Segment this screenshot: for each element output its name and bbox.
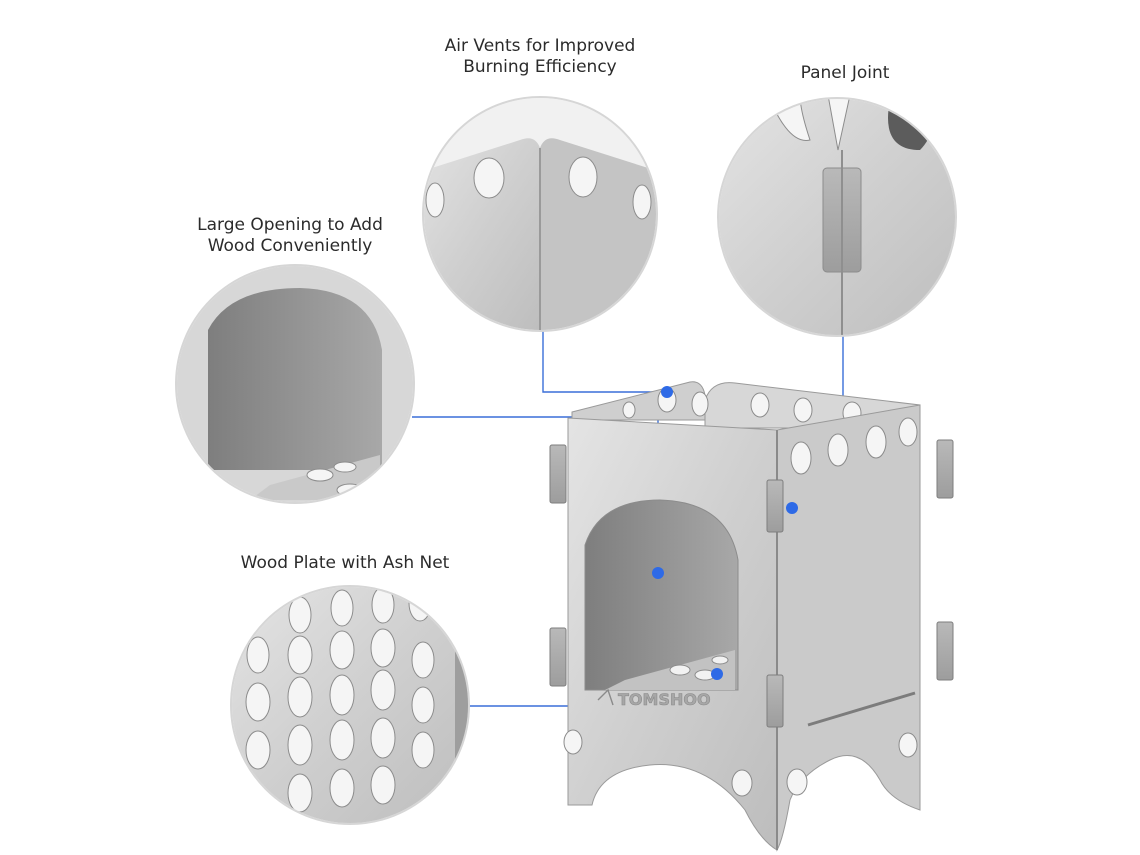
detail-circle-air-vents <box>422 96 658 332</box>
stove-illustration: TOMSHOO <box>549 381 954 852</box>
detail-circle-large-opening <box>175 264 415 504</box>
dot-vents <box>661 386 673 398</box>
brand-mark-icon <box>597 688 614 706</box>
callout-dots <box>652 386 798 680</box>
detail-circle-panel-joint <box>717 97 957 337</box>
brand-logo: TOMSHOO <box>618 690 711 709</box>
callout-label-air-vents: Air Vents for Improved Burning Efficienc… <box>444 36 636 77</box>
callout-label-panel-joint: Panel Joint <box>800 63 890 83</box>
dot-plate <box>711 668 723 680</box>
dot-joint <box>786 502 798 514</box>
callout-label-large-opening: Large Opening to Add Wood Conveniently <box>197 215 383 256</box>
leader-line-vents <box>542 328 667 393</box>
dot-opening <box>652 567 664 579</box>
detail-circle-wood-plate <box>230 585 470 825</box>
callout-label-wood-plate: Wood Plate with Ash Net <box>240 553 450 573</box>
